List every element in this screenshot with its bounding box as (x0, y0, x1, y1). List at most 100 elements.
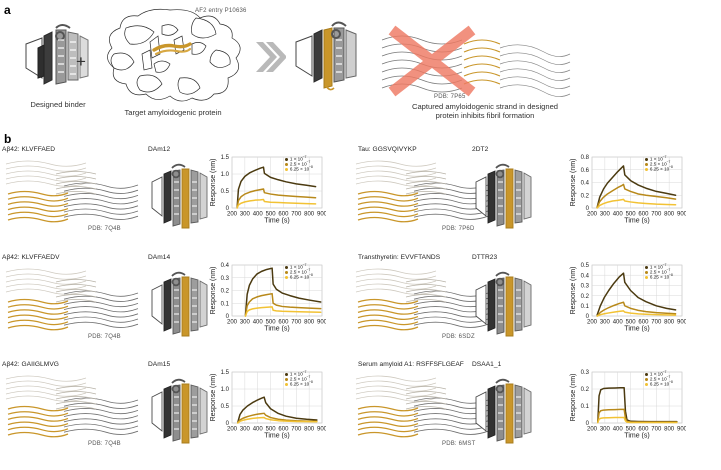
target-fibril-structure (2, 371, 144, 452)
svg-text:400: 400 (613, 212, 624, 218)
svg-text:Time (s): Time (s) (624, 218, 649, 225)
svg-text:0: 0 (586, 421, 590, 427)
svg-text:500: 500 (626, 212, 637, 218)
legend-label: 1 × 10−7 (649, 155, 667, 162)
legend-item-1: 2.5 × 10−7 (285, 268, 313, 275)
svg-text:0.4: 0.4 (221, 263, 230, 269)
legend-color-swatch (285, 275, 289, 280)
legend-label: 2.5 × 10−7 (289, 268, 311, 275)
svg-text:700: 700 (291, 427, 302, 433)
svg-text:0.2: 0.2 (581, 294, 590, 300)
legend-label: 1 × 10−7 (649, 263, 667, 270)
svg-text:300: 300 (600, 427, 611, 433)
svg-text:900: 900 (317, 212, 326, 218)
target2-label: Serum amyloid A1: RSFFSFLGEAF (358, 361, 464, 368)
legend-item-2: 6.25 × 10−8 (645, 380, 673, 387)
svg-text:900: 900 (677, 320, 686, 326)
designed-binder2-structure (472, 268, 534, 345)
legend-label: 6.25 × 10−8 (289, 380, 313, 387)
svg-text:500: 500 (626, 427, 637, 433)
legend-item-0: 1 × 10−7 (645, 370, 673, 377)
svg-text:0.6: 0.6 (581, 168, 590, 174)
svg-text:0.3: 0.3 (221, 276, 230, 282)
svg-text:1.0: 1.0 (221, 172, 230, 178)
binder-label: DAm14 (148, 254, 171, 261)
svg-text:0: 0 (226, 421, 230, 427)
chart-legend-right: 1 × 10−7 2.5 × 10−7 6.25 × 10−8 (645, 370, 673, 387)
legend-item-0: 1 × 10−7 (645, 263, 673, 270)
svg-text:1.5: 1.5 (221, 370, 230, 376)
legend-item-1: 2.5 × 10−7 (645, 160, 673, 167)
legend-label: 1 × 10−7 (289, 370, 307, 377)
svg-text:600: 600 (638, 427, 649, 433)
panel-b-label: b (4, 132, 12, 146)
svg-text:Response (nm): Response (nm) (570, 374, 577, 422)
target-protein-structure (107, 8, 241, 102)
result-caption: Captured amyloidogenic strand in designe… (411, 102, 559, 121)
legend-label: 6.25 × 10−8 (289, 273, 313, 280)
inhibited-fibril-structure (381, 25, 571, 97)
legend-label: 2.5 × 10−7 (289, 160, 311, 167)
svg-text:Time (s): Time (s) (624, 433, 649, 440)
svg-text:0.5: 0.5 (221, 404, 230, 410)
svg-text:400: 400 (253, 212, 264, 218)
captured-binder-structure (295, 21, 357, 91)
legend-color-swatch (645, 275, 649, 280)
svg-text:500: 500 (626, 320, 637, 326)
svg-text:900: 900 (677, 427, 686, 433)
svg-text:700: 700 (651, 212, 662, 218)
svg-text:0.1: 0.1 (581, 304, 590, 310)
legend-item-1: 2.5 × 10−7 (285, 375, 313, 382)
legend-color-swatch (285, 270, 289, 275)
designed-binder2-structure (472, 160, 534, 237)
svg-text:800: 800 (304, 212, 315, 218)
svg-text:0.5: 0.5 (581, 263, 590, 269)
legend-color-swatch (285, 382, 289, 387)
chart-legend-left: 1 × 10−7 2.5 × 10−7 6.25 × 10−8 (285, 370, 313, 387)
svg-text:800: 800 (664, 427, 675, 433)
legend-item-2: 6.25 × 10−8 (285, 273, 313, 280)
legend-label: 1 × 10−7 (289, 263, 307, 270)
svg-text:0.4: 0.4 (581, 273, 590, 279)
legend-color-swatch (645, 157, 649, 162)
legend-color-swatch (285, 377, 289, 382)
binder-label: DAm12 (148, 146, 171, 153)
target-label: Aβ42: KLVFFAEDV (2, 254, 60, 261)
target-pdb-label: PDB: 7Q4B (88, 334, 121, 340)
target-pdb-label: PDB: 7Q4B (88, 441, 121, 447)
legend-item-0: 1 × 10−7 (645, 155, 673, 162)
chart-legend-right: 1 × 10−7 2.5 × 10−7 6.25 × 10−8 (645, 263, 673, 280)
af2-entry-label: AF2 entry P10636 (195, 8, 247, 14)
designed-binder-structure (25, 24, 89, 85)
svg-text:Response (nm): Response (nm) (210, 267, 217, 315)
legend-color-swatch (645, 167, 649, 172)
panel-b-row: Aβ42: KLVFFAED PDB: 7Q4B DAm12 0 (0, 144, 721, 252)
svg-text:0: 0 (586, 314, 590, 320)
chart-legend-left: 1 × 10−7 2.5 × 10−7 6.25 × 10−8 (285, 263, 313, 280)
svg-text:200: 200 (227, 212, 238, 218)
svg-text:0.3: 0.3 (581, 284, 590, 290)
legend-color-swatch (645, 372, 649, 377)
svg-text:700: 700 (291, 320, 302, 326)
svg-text:800: 800 (664, 320, 675, 326)
svg-text:600: 600 (278, 212, 289, 218)
svg-text:800: 800 (304, 320, 315, 326)
svg-text:800: 800 (304, 427, 315, 433)
svg-text:400: 400 (613, 320, 624, 326)
svg-text:500: 500 (266, 427, 277, 433)
svg-text:0.8: 0.8 (581, 155, 590, 161)
target-label: Aβ42: GAIIGLMVG (2, 361, 59, 368)
svg-text:0.1: 0.1 (581, 404, 590, 410)
legend-item-2: 6.25 × 10−8 (285, 165, 313, 172)
svg-text:400: 400 (613, 427, 624, 433)
svg-text:300: 300 (600, 212, 611, 218)
designed-binder-structure (148, 268, 210, 345)
svg-text:Time (s): Time (s) (264, 326, 289, 333)
panel-b-row: Aβ42: KLVFFAEDV PDB: 7Q4B DAm14 (0, 252, 721, 360)
svg-text:0.2: 0.2 (581, 193, 590, 199)
legend-label: 6.25 × 10−8 (649, 165, 673, 172)
legend-label: 2.5 × 10−7 (289, 375, 311, 382)
